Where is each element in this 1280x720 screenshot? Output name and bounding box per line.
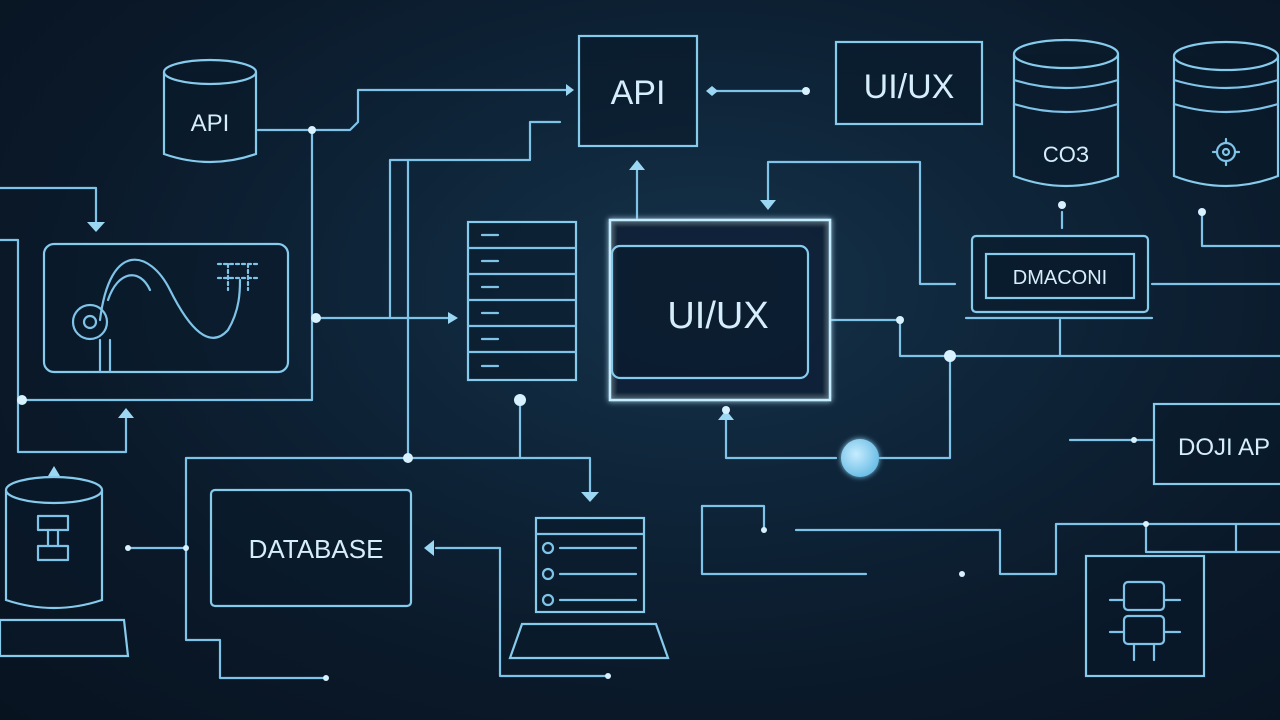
gear-icon <box>1211 137 1241 167</box>
waveform-icon <box>98 258 242 374</box>
uiux-main-node[interactable]: UI/UX <box>608 218 832 402</box>
api-cylinder-node[interactable]: API <box>162 58 258 164</box>
circuit-icon <box>216 262 260 292</box>
api-box-node[interactable]: API <box>577 34 699 148</box>
gear-icon <box>71 303 109 341</box>
gear-cylinder-node[interactable] <box>1172 40 1280 188</box>
circuit-board-node[interactable] <box>1084 554 1206 678</box>
database-label: DATABASE <box>249 534 384 564</box>
connector-lines <box>0 84 1280 680</box>
hub-node[interactable] <box>841 439 879 477</box>
uiux-top-label: UI/UX <box>864 68 955 106</box>
database-node[interactable]: DATABASE <box>209 488 413 608</box>
circuit-icon <box>36 514 70 562</box>
waveform-panel-node[interactable] <box>42 242 290 374</box>
api-cylinder-label: API <box>191 110 230 137</box>
dmaconi-label: DMACONI <box>1013 267 1107 289</box>
dojiap-label: DOJI AP <box>1178 434 1270 461</box>
uiux-top-node[interactable]: UI/UX <box>834 40 984 126</box>
uiux-main-label: UI/UX <box>667 295 768 337</box>
list-laptop-node[interactable] <box>508 516 670 660</box>
dojiap-node[interactable]: DOJI AP <box>1152 402 1280 486</box>
server-rack-node[interactable] <box>466 220 578 382</box>
cos-cylinder-node[interactable]: COЗ <box>1012 38 1120 188</box>
api-box-label: API <box>611 74 666 112</box>
dmaconi-laptop-node[interactable]: DMACONI <box>964 234 1154 320</box>
cos-cylinder-label: COЗ <box>1043 142 1089 167</box>
circuit-icon <box>1108 580 1182 662</box>
storage-cylinder-node[interactable] <box>0 475 130 658</box>
junction-dots <box>17 87 1206 681</box>
